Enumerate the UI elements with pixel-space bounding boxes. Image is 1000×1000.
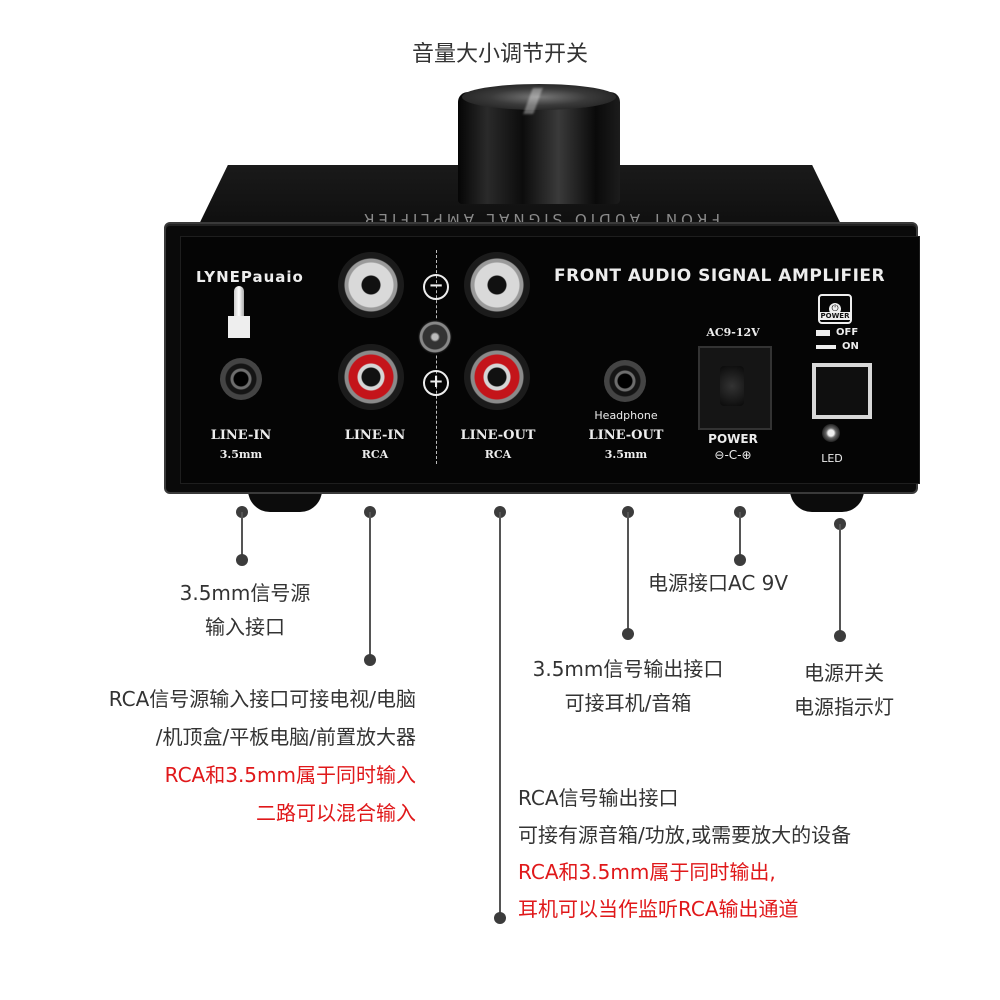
polarity-icon: ⊖-C-⊕ <box>714 448 752 462</box>
rca-out-label: LINE-OUT <box>460 428 536 443</box>
rca-in-white-jack[interactable] <box>338 252 404 318</box>
headphone-out-sub: 3.5mm <box>604 448 648 461</box>
callout-line <box>241 512 243 560</box>
annotation-red-line: RCA和3.5mm属于同时输出, <box>518 860 776 884</box>
callout-dot <box>834 630 846 642</box>
callout-dot <box>622 628 634 640</box>
volume-knob-label: 音量大小调节开关 <box>411 42 588 67</box>
callout-line <box>369 512 371 660</box>
panel-screw <box>418 320 452 354</box>
led-label: LED <box>821 452 843 465</box>
plus-icon: + <box>423 370 449 396</box>
power-led <box>822 424 840 442</box>
callout-line <box>499 512 501 918</box>
switch-off-label: OFF <box>836 327 859 338</box>
volume-knob[interactable] <box>458 92 620 204</box>
annotation-line: RCA信号输出接口 <box>518 786 679 810</box>
rca-out-red-jack[interactable] <box>464 344 530 410</box>
power-icon-text: POWER <box>818 312 852 320</box>
callout-dot <box>364 654 376 666</box>
brand-logo: LYNEPauaio <box>196 268 304 286</box>
annotation-line: 3.5mm信号输出接口 <box>532 657 724 681</box>
callout-line <box>739 512 741 560</box>
headphone-plug-icon <box>234 286 244 332</box>
rca-in-label: LINE-IN <box>344 428 406 443</box>
annotation-line: 电源开关 <box>804 661 884 685</box>
panel-divider <box>436 250 437 464</box>
annotation-red-line: RCA和3.5mm属于同时输入 <box>164 763 416 787</box>
annotation-35mm-input: 3.5mm信号源 输入接口 <box>150 576 340 644</box>
power-rating: AC9-12V <box>706 326 760 339</box>
switch-off-icon <box>816 330 830 336</box>
callout-line <box>839 524 841 636</box>
callout-dot <box>494 912 506 924</box>
line-in-35-sub: 3.5mm <box>219 448 263 461</box>
annotation-rca-input: RCA信号源输入接口可接电视/电脑 /机顶盒/平板电脑/前置放大器 RCA和3.… <box>20 680 416 832</box>
annotation-red-line: 二路可以混合输入 <box>256 801 416 825</box>
rca-out-sub: RCA <box>484 448 512 461</box>
annotation-line: /机顶盒/平板电脑/前置放大器 <box>155 725 416 749</box>
annotation-line: 电源指示灯 <box>794 695 894 719</box>
minus-icon: − <box>423 274 449 300</box>
annotation-line: 输入接口 <box>205 615 285 639</box>
panel-title: FRONT AUDIO SIGNAL AMPLIFIER <box>554 266 886 286</box>
annotation-line: 可接有源音箱/功放,或需要放大的设备 <box>518 823 852 847</box>
rca-out-white-jack[interactable] <box>464 252 530 318</box>
rca-in-sub: RCA <box>361 448 389 461</box>
annotation-line: 可接耳机/音箱 <box>564 691 692 715</box>
callout-dot <box>734 554 746 566</box>
line-in-35-label: LINE-IN <box>210 428 272 443</box>
power-switch-button[interactable] <box>812 363 872 419</box>
power-dc-pin <box>720 366 744 406</box>
annotation-line: 3.5mm信号源 <box>179 581 311 605</box>
line-in-35-jack[interactable] <box>220 358 262 400</box>
annotation-red-line: 耳机可以当作监听RCA输出通道 <box>518 897 799 921</box>
switch-on-label: ON <box>842 341 859 352</box>
rca-in-red-jack[interactable] <box>338 344 404 410</box>
annotation-rca-output: RCA信号输出接口 可接有源音箱/功放,或需要放大的设备 RCA和3.5mm属于… <box>518 780 978 928</box>
annotation-switch-led: 电源开关 电源指示灯 <box>774 656 914 724</box>
annotation-headphone-out: 3.5mm信号输出接口 可接耳机/音箱 <box>508 652 748 720</box>
annotation-line: RCA信号源输入接口可接电视/电脑 <box>108 687 416 711</box>
callout-dot <box>236 554 248 566</box>
volume-knob-cap <box>462 84 616 110</box>
switch-on-icon <box>816 345 836 349</box>
power-jack-label: POWER <box>708 432 758 446</box>
headphone-caption: Headphone <box>594 409 658 422</box>
device-front-panel-inner <box>180 236 920 484</box>
headphone-out-jack[interactable] <box>604 360 646 402</box>
callout-line <box>627 512 629 634</box>
annotation-power-port: 电源接口AC 9V <box>648 571 789 595</box>
headphone-out-label: LINE-OUT <box>588 428 664 443</box>
headphone-plug-body-icon <box>228 316 250 338</box>
